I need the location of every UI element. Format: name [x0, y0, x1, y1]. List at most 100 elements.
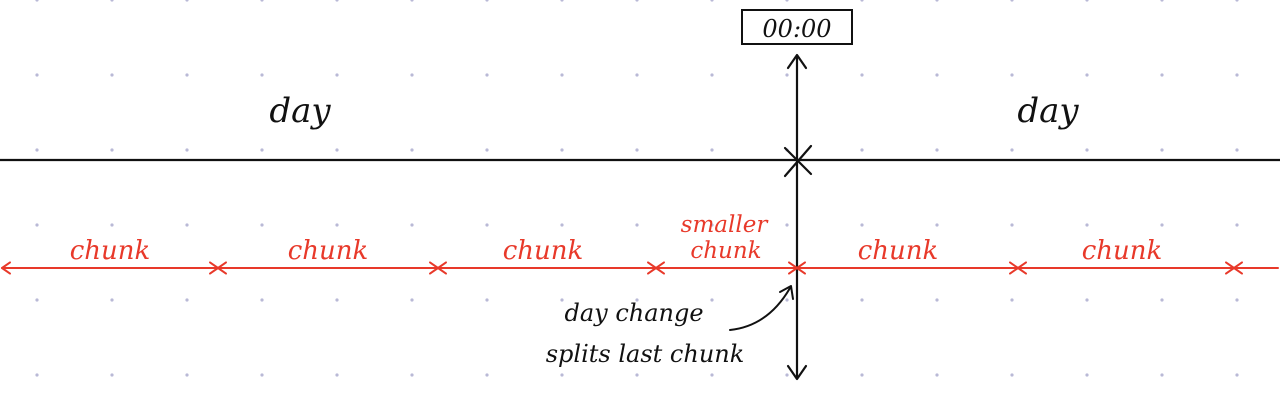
chunk-boundary-arrowhead — [429, 261, 447, 275]
grid-dot — [560, 223, 564, 227]
grid-dot — [860, 73, 864, 77]
annotation-arrowhead — [779, 285, 794, 300]
grid-dot — [110, 373, 114, 377]
grid-dot — [635, 73, 639, 77]
chunk-boundary-arrowhead — [1009, 261, 1027, 275]
dot-grid — [35, 0, 1239, 377]
grid-dot — [860, 148, 864, 152]
grid-dot — [110, 0, 114, 2]
grid-dot — [710, 298, 714, 302]
grid-dot — [860, 223, 864, 227]
grid-dot — [35, 223, 39, 227]
grid-dot — [1085, 298, 1089, 302]
grid-dot — [335, 223, 339, 227]
smaller-chunk-label-line2: chunk — [690, 238, 761, 264]
grid-dot — [1085, 73, 1089, 77]
grid-dot — [110, 73, 114, 77]
grid-dot — [185, 373, 189, 377]
grid-dot — [635, 0, 639, 2]
grid-dot — [560, 0, 564, 2]
grid-dot — [185, 0, 189, 2]
chunk-boundary-arrowhead — [788, 261, 806, 275]
grid-dot — [335, 298, 339, 302]
grid-dot — [1010, 0, 1014, 2]
midnight-cross-mark — [783, 144, 813, 178]
grid-dot — [635, 148, 639, 152]
annotation-line1: day change — [564, 299, 703, 327]
grid-dot — [1160, 73, 1164, 77]
grid-dot — [935, 223, 939, 227]
chunk-label-1: chunk — [70, 236, 151, 266]
chunk-boundary-arrowhead — [647, 261, 665, 275]
grid-dot — [410, 373, 414, 377]
grid-dot — [335, 148, 339, 152]
chunk-label-5: chunk — [858, 236, 939, 266]
grid-dot — [1010, 373, 1014, 377]
grid-dot — [860, 298, 864, 302]
grid-dot — [935, 73, 939, 77]
grid-dot — [1235, 148, 1239, 152]
grid-dot — [1085, 373, 1089, 377]
grid-dot — [485, 298, 489, 302]
grid-dot — [110, 223, 114, 227]
grid-dot — [485, 223, 489, 227]
grid-dot — [710, 73, 714, 77]
grid-dot — [935, 0, 939, 2]
grid-dot — [1160, 0, 1164, 2]
grid-dot — [935, 148, 939, 152]
grid-dot — [410, 0, 414, 2]
grid-dot — [935, 298, 939, 302]
grid-dot — [1085, 223, 1089, 227]
grid-dot — [485, 148, 489, 152]
grid-dot — [635, 373, 639, 377]
grid-dot — [1235, 373, 1239, 377]
grid-dot — [1235, 298, 1239, 302]
midnight-axis-top-arrowhead — [786, 53, 808, 70]
grid-dot — [560, 73, 564, 77]
chunk-boundary-arrowhead — [1, 261, 11, 275]
grid-dot — [35, 373, 39, 377]
grid-dot — [35, 298, 39, 302]
grid-dot — [710, 0, 714, 2]
grid-dot — [710, 148, 714, 152]
midnight-axis-bottom-arrowhead — [786, 364, 808, 381]
grid-dot — [1085, 148, 1089, 152]
grid-dot — [260, 73, 264, 77]
grid-dot — [1235, 0, 1239, 2]
chunk-boundary-arrowhead — [1225, 261, 1243, 275]
grid-dot — [335, 373, 339, 377]
grid-dot — [710, 373, 714, 377]
day-label-right: day — [1017, 91, 1079, 131]
day-label-left: day — [269, 91, 331, 131]
time-label: 00:00 — [762, 15, 831, 43]
smaller-chunk-label-line1: smaller — [681, 212, 770, 238]
grid-dot — [485, 373, 489, 377]
grid-dot — [560, 373, 564, 377]
grid-dot — [935, 373, 939, 377]
grid-dot — [185, 73, 189, 77]
grid-dot — [635, 298, 639, 302]
grid-dot — [785, 0, 789, 2]
chunk-boundary-arrows — [1, 261, 1243, 275]
grid-dot — [785, 223, 789, 227]
grid-dot — [785, 73, 789, 77]
grid-dot — [260, 0, 264, 2]
grid-dot — [1160, 148, 1164, 152]
grid-dot — [1235, 73, 1239, 77]
grid-dot — [35, 0, 39, 2]
grid-dot — [1010, 73, 1014, 77]
time-label-box — [741, 9, 853, 45]
grid-dot — [485, 73, 489, 77]
grid-dot — [335, 0, 339, 2]
grid-dot — [485, 0, 489, 2]
grid-dot — [1085, 0, 1089, 2]
grid-dot — [1235, 223, 1239, 227]
grid-dot — [260, 298, 264, 302]
grid-dot — [1010, 148, 1014, 152]
grid-dot — [260, 148, 264, 152]
grid-dot — [185, 223, 189, 227]
chunk-label-6: chunk — [1082, 236, 1163, 266]
grid-dot — [110, 298, 114, 302]
